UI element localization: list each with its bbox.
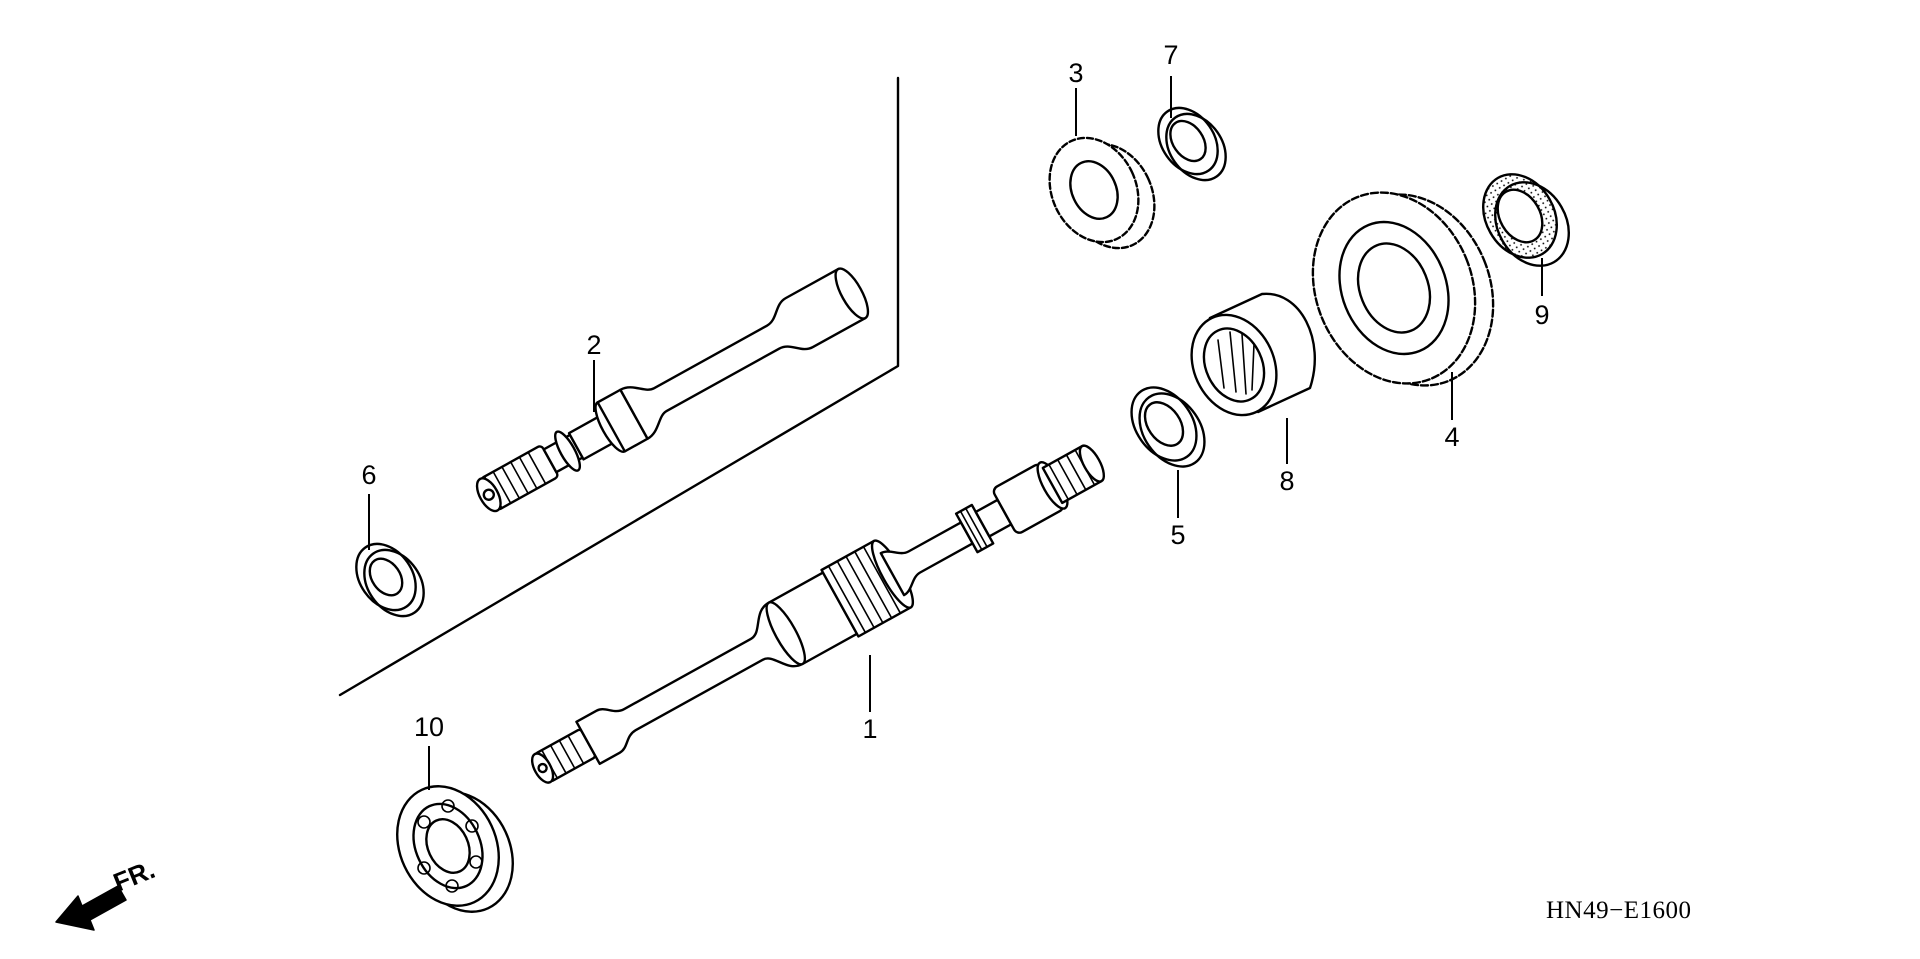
callout-5: 5 — [1170, 520, 1185, 550]
callout-1: 1 — [862, 714, 877, 744]
countershaft-drawing — [475, 267, 870, 513]
callout-6: 6 — [361, 460, 376, 490]
oil-seal-9-drawing — [1482, 173, 1570, 267]
callout-labels: 1 2 3 4 5 6 7 8 9 10 — [361, 40, 1549, 744]
large-gear-4-drawing — [1311, 191, 1495, 387]
callout-9: 9 — [1534, 300, 1549, 330]
callout-8: 8 — [1279, 466, 1294, 496]
small-gear-3-drawing — [1048, 136, 1156, 250]
front-arrow-icon — [55, 885, 127, 931]
washer-6-drawing — [355, 542, 425, 618]
washer-7-drawing — [1157, 106, 1227, 182]
ball-bearing-10-drawing — [396, 785, 514, 913]
callout-4: 4 — [1444, 422, 1459, 452]
thrust-washer-5-drawing — [1130, 386, 1206, 468]
grouping-bracket — [338, 76, 900, 697]
callout-2: 2 — [586, 330, 601, 360]
callout-7: 7 — [1163, 40, 1178, 70]
callout-leaders — [368, 76, 1543, 790]
front-direction-indicator: FR. — [55, 854, 159, 931]
main-shaft-drawing — [530, 444, 1106, 784]
needle-bearing-8-drawing — [1190, 292, 1316, 417]
callout-10: 10 — [414, 712, 444, 742]
drawing-code: HN49−E1600 — [1546, 897, 1691, 924]
callout-3: 3 — [1068, 58, 1083, 88]
